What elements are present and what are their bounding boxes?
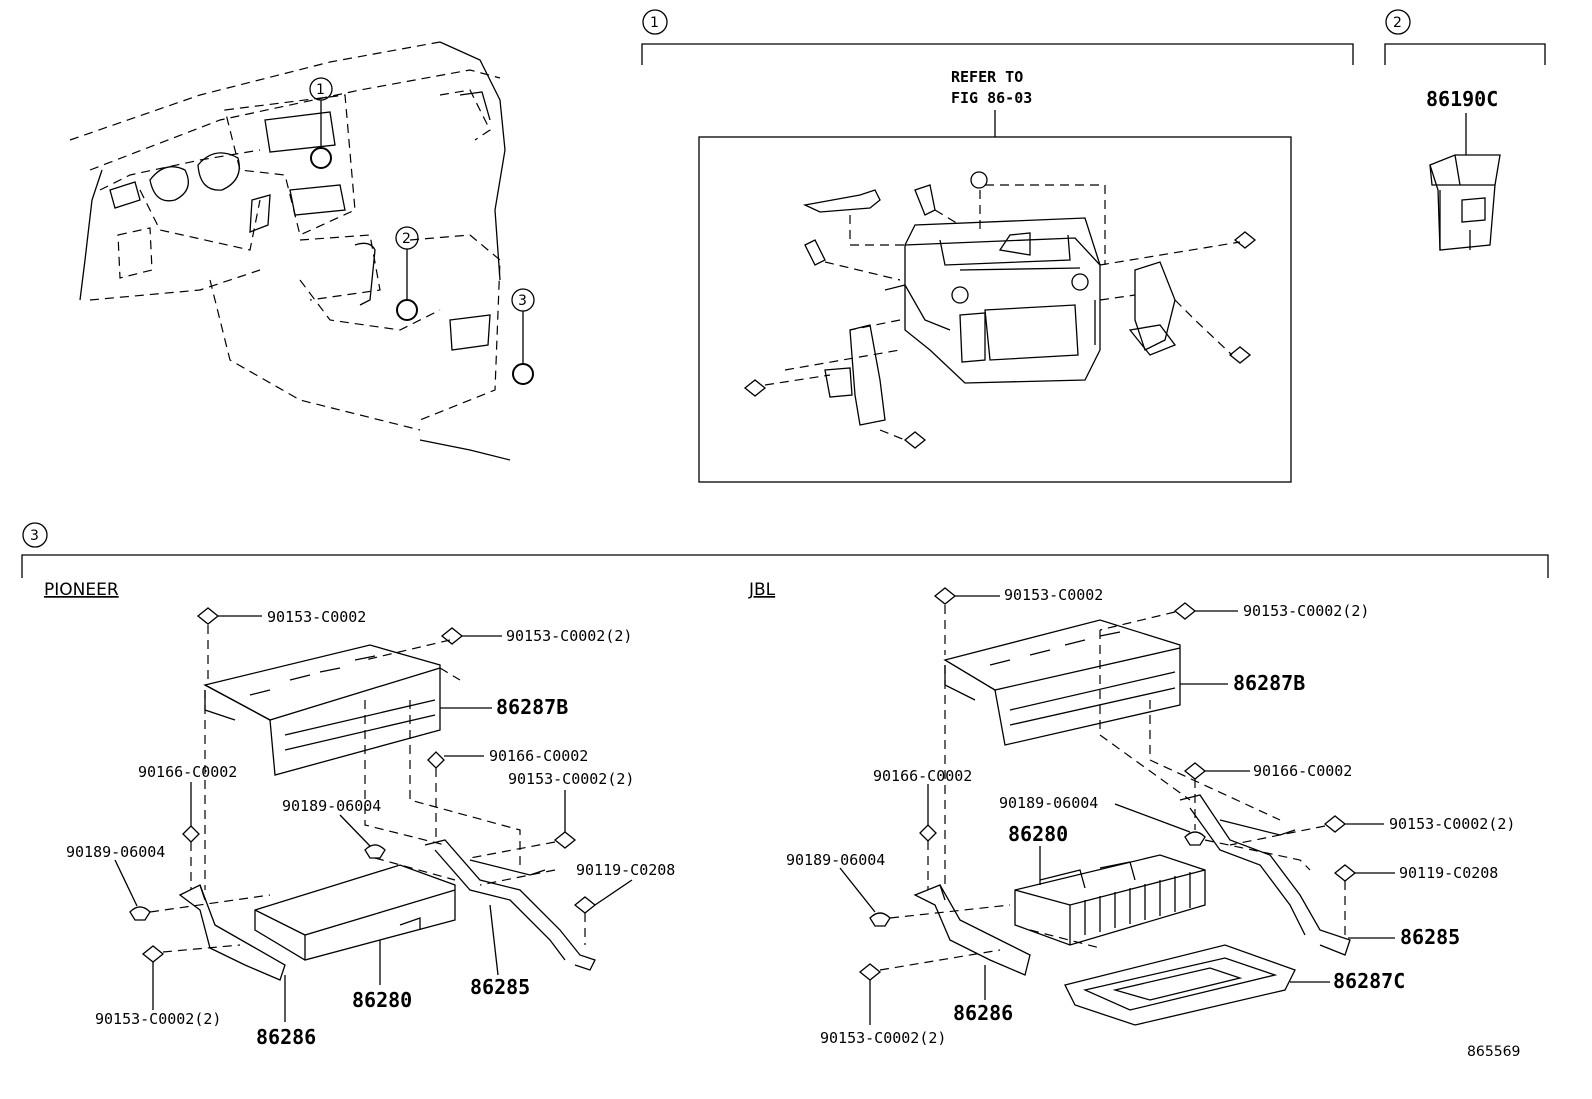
jbl-label-clip-left: 90189-06004 — [786, 851, 885, 869]
section-1: 1 REFER TO FIG 86-03 — [641, 9, 1354, 483]
jbl-label-86280: 86280 — [1008, 822, 1068, 846]
jbl-label-86287b: 86287B — [1233, 671, 1305, 695]
pioneer-label-86286: 86286 — [256, 1025, 316, 1049]
jbl-label-bolt-top-right: 90153-C0002(2) — [1243, 602, 1369, 620]
pioneer-label-86285: 86285 — [470, 975, 530, 999]
refer-line-2: FIG 86-03 — [951, 89, 1032, 107]
section-3-header: 3 — [21, 522, 1549, 578]
section-1-number: 1 — [650, 15, 659, 31]
jbl-bracket-86287b — [943, 619, 1181, 746]
pioneer-section: PIONEER — [44, 580, 675, 1049]
pioneer-dashed-guides — [149, 625, 586, 953]
jbl-title: JBL — [748, 580, 776, 600]
switch-part-number: 86190C — [1426, 87, 1498, 111]
pioneer-bracket-86285 — [424, 839, 596, 971]
jbl-tray-86287c — [1064, 944, 1296, 1026]
section-2-number: 2 — [1393, 15, 1402, 31]
head-unit-dashed-guides — [764, 184, 1241, 441]
jbl-fasteners — [858, 587, 1357, 981]
jbl-label-clip-mid: 90189-06004 — [999, 794, 1098, 812]
jbl-label-screw-right: 90166-C0002 — [1253, 762, 1352, 780]
section-3-number: 3 — [30, 528, 39, 544]
jbl-label-bolt-top: 90153-C0002 — [1004, 586, 1103, 604]
pioneer-label-screw-mid: 90166-C0002 — [489, 747, 588, 765]
pioneer-amplifier-86280 — [254, 864, 456, 961]
pioneer-label-clip-mid: 90189-06004 — [282, 797, 381, 815]
jbl-leaders — [839, 595, 1395, 1025]
pioneer-label-bolt-top: 90153-C0002 — [267, 608, 366, 626]
pioneer-label-bolt-right: 90153-C0002(2) — [508, 770, 634, 788]
pioneer-label-bolt-top-right: 90153-C0002(2) — [506, 627, 632, 645]
jbl-label-86287c: 86287C — [1333, 969, 1405, 993]
callout-1-label: 1 — [316, 82, 325, 98]
pioneer-title: PIONEER — [44, 580, 119, 600]
jbl-amplifier-86280 — [1014, 854, 1206, 946]
jbl-label-screw-far-right: 90119-C0208 — [1399, 864, 1498, 882]
jbl-label-screw-left: 90166-C0002 — [873, 767, 972, 785]
pioneer-label-86280: 86280 — [352, 988, 412, 1012]
switch-86190c — [1429, 154, 1501, 251]
refer-line-1: REFER TO — [951, 68, 1023, 86]
callout-2-label: 2 — [402, 231, 411, 247]
overview-callouts: 1 2 3 — [309, 77, 535, 385]
pioneer-bracket-86287b — [203, 644, 441, 776]
jbl-label-86286: 86286 — [953, 1001, 1013, 1025]
jbl-label-bolt-right: 90153-C0002(2) — [1389, 815, 1515, 833]
pioneer-fasteners — [129, 607, 597, 963]
pioneer-label-86287b: 86287B — [496, 695, 568, 719]
head-unit-screws — [743, 231, 1257, 449]
pioneer-label-screw-right: 90119-C0208 — [576, 861, 675, 879]
jbl-section: JBL — [748, 580, 1515, 1047]
callout-3-label: 3 — [518, 293, 527, 309]
diagram-id: 865569 — [1467, 1044, 1520, 1060]
dashboard-overview — [69, 41, 511, 461]
jbl-label-86285: 86285 — [1400, 925, 1460, 949]
pioneer-bracket-86286 — [178, 884, 286, 981]
pioneer-label-bolt-bottom: 90153-C0002(2) — [95, 1010, 221, 1028]
jbl-label-bolt-bottom: 90153-C0002(2) — [820, 1029, 946, 1047]
pioneer-label-clip-left: 90189-06004 — [66, 843, 165, 861]
pioneer-leaders — [114, 615, 633, 1022]
section-2: 2 86190C — [1384, 9, 1546, 251]
head-unit-assembly — [884, 217, 1101, 384]
jbl-bracket-86286 — [913, 884, 1031, 976]
jbl-dashed-guides — [879, 605, 1346, 971]
pioneer-label-screw-left: 90166-C0002 — [138, 763, 237, 781]
